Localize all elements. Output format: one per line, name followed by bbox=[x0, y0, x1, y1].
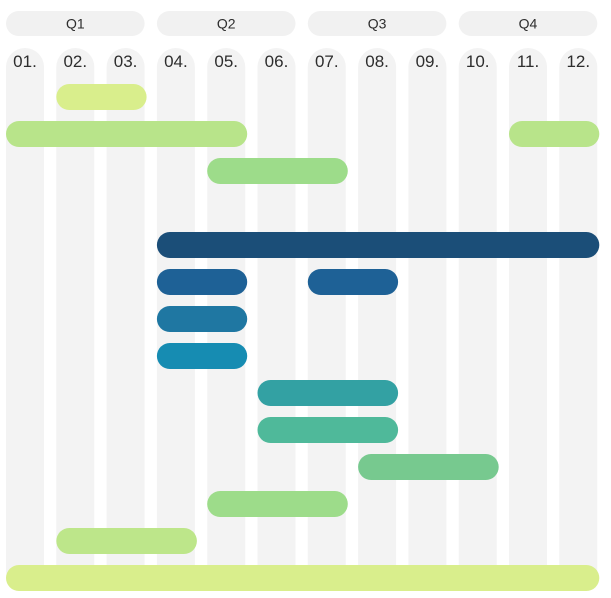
month-label: 04. bbox=[164, 52, 188, 71]
task-bar bbox=[509, 121, 600, 147]
month-label: 12. bbox=[566, 52, 590, 71]
quarter-header bbox=[156, 11, 296, 36]
quarter-header bbox=[307, 11, 447, 36]
task-bar bbox=[156, 343, 248, 369]
task-bar bbox=[6, 565, 600, 591]
quarter-label: Q2 bbox=[217, 16, 236, 32]
month-label: 01. bbox=[13, 52, 37, 71]
month-label: 11. bbox=[517, 52, 539, 71]
task-bar bbox=[307, 269, 399, 295]
task-bar bbox=[257, 380, 399, 406]
quarter-header bbox=[6, 11, 145, 36]
month-label: 08. bbox=[365, 52, 389, 71]
month-column-bg bbox=[458, 48, 497, 590]
quarter-label: Q4 bbox=[519, 16, 538, 32]
task-bar bbox=[207, 491, 348, 517]
task-bar bbox=[207, 158, 348, 184]
month-label: 06. bbox=[265, 52, 289, 71]
task-bar bbox=[257, 417, 399, 443]
month-column-bg bbox=[106, 48, 145, 590]
month-label: 05. bbox=[214, 52, 238, 71]
quarter-label: Q1 bbox=[66, 16, 85, 32]
month-label: 10. bbox=[466, 52, 490, 71]
month-column-bg bbox=[6, 48, 44, 590]
month-column-bg bbox=[56, 48, 95, 590]
month-label: 09. bbox=[416, 52, 440, 71]
task-bar bbox=[56, 528, 197, 554]
quarter-label: Q3 bbox=[368, 16, 387, 32]
month-label: 07. bbox=[315, 52, 339, 71]
task-bar bbox=[156, 232, 600, 258]
month-column-bg bbox=[559, 48, 598, 590]
month-column-bg bbox=[509, 48, 547, 590]
month-column-bg bbox=[358, 48, 397, 590]
task-bar bbox=[56, 84, 147, 110]
task-bar bbox=[156, 306, 248, 332]
month-label: 02. bbox=[63, 52, 87, 71]
task-bar bbox=[358, 454, 499, 480]
month-column-bg bbox=[408, 48, 447, 590]
task-bar bbox=[156, 269, 248, 295]
quarter-header bbox=[458, 11, 598, 36]
task-bar bbox=[6, 121, 248, 147]
month-label: 03. bbox=[114, 52, 138, 71]
